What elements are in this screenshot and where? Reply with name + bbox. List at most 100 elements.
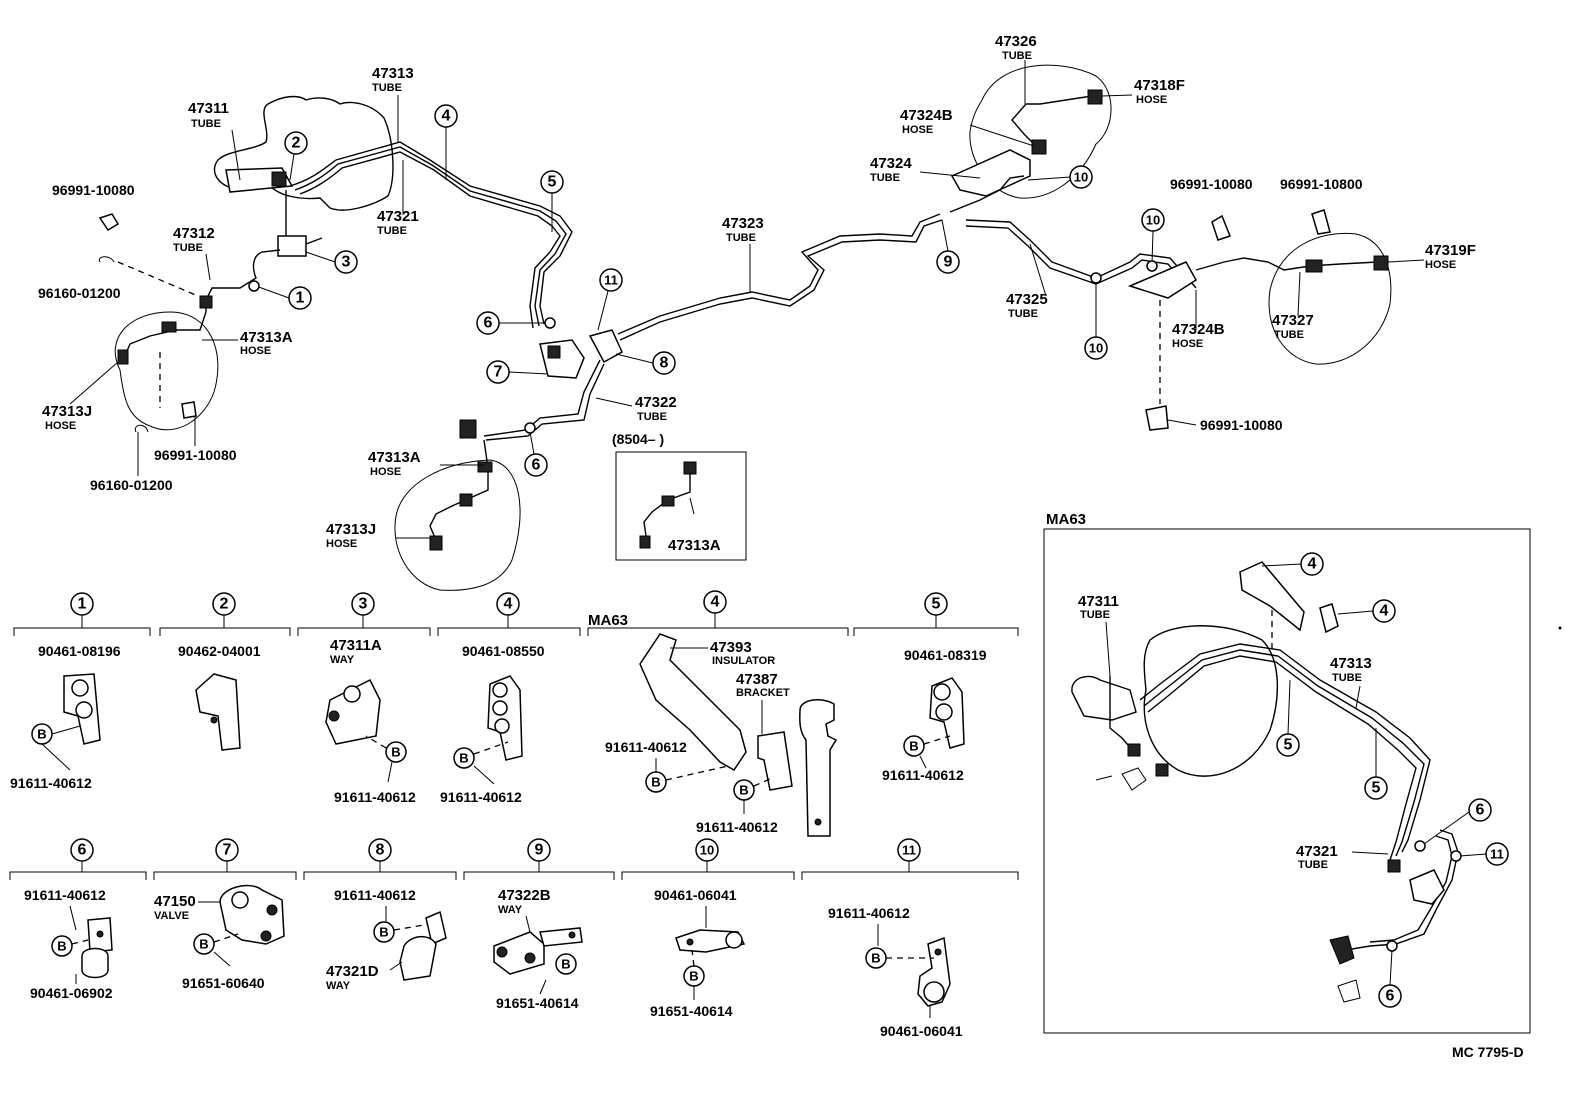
d11-bolt: B <box>865 947 887 969</box>
d4ma-bolt-a: B <box>645 771 667 793</box>
d7-leader-b <box>213 933 239 943</box>
hose-right-fitting-top <box>477 461 493 473</box>
hose-upper-fitting <box>199 295 213 309</box>
d5-leader <box>923 735 951 745</box>
callout-6-main: 6 <box>476 311 556 335</box>
hose-right-fitting-upper <box>459 419 477 439</box>
svg-text:4: 4 <box>1380 603 1389 620</box>
bracket-d8 <box>303 871 457 880</box>
tube-47313-b <box>294 146 567 327</box>
clip-96160-bottom <box>134 424 149 433</box>
d4ma-leader-c <box>665 765 729 781</box>
svg-text:10: 10 <box>1146 213 1160 228</box>
d4-leader-b <box>473 765 495 785</box>
tube-47313 <box>289 141 573 325</box>
d4ma-part-a: 47393 <box>710 639 752 656</box>
clip-96991-rear-a <box>1211 214 1231 241</box>
label-47323-sub: TUBE <box>726 232 756 244</box>
svg-text:1: 1 <box>296 290 305 307</box>
label-47313A-a-sub: HOSE <box>240 345 271 357</box>
ma63-callout-11: 11 <box>1450 842 1509 866</box>
svg-text:4: 4 <box>504 596 513 613</box>
leader <box>205 253 211 281</box>
svg-text:6: 6 <box>484 315 493 332</box>
svg-text:9: 9 <box>944 254 953 271</box>
d10-bolt: B <box>683 965 705 987</box>
callout-5-main: 5 <box>540 170 564 232</box>
label-47322-sub: TUBE <box>637 411 667 423</box>
ma63-mc <box>1071 675 1137 721</box>
inset-fitting-top <box>683 461 697 475</box>
ma63-small-part-a <box>1095 767 1147 791</box>
d4ma-bracket <box>757 731 793 791</box>
svg-text:8: 8 <box>376 842 385 859</box>
d1-leader <box>41 725 81 771</box>
footer-code: MC 7795-D <box>1452 1044 1524 1060</box>
ma63-fitting-c <box>1387 859 1401 873</box>
d7-valve-port-c <box>260 930 272 942</box>
label-96991-10800: 96991-10800 <box>1280 176 1363 192</box>
label-47313-sub: TUBE <box>372 82 402 94</box>
d1-bolt: B <box>31 723 53 745</box>
svg-text:B: B <box>871 951 880 966</box>
ma63-label-47311-sub: TUBE <box>1080 609 1110 621</box>
label-96991-b: 96991-10080 <box>154 447 237 463</box>
leader-lines <box>69 60 1425 539</box>
d9-leader-a <box>525 915 531 933</box>
label-47312-sub: TUBE <box>173 242 203 254</box>
ma63-callout-5a: 5 <box>1276 679 1300 757</box>
label-47313J-a-sub: HOSE <box>45 420 76 432</box>
detail-7-callout: 7 <box>215 838 239 872</box>
ma63-fitting-b <box>1155 763 1169 777</box>
label-47318F: 47318F <box>1134 77 1185 94</box>
d4ma-leader-d <box>753 777 773 787</box>
way-47321D <box>588 329 623 364</box>
svg-text:11: 11 <box>1490 847 1504 862</box>
d6-bolt: B <box>51 935 73 957</box>
d6-hole <box>96 930 104 938</box>
inset-frame <box>615 451 747 561</box>
bracket-d2 <box>159 627 291 636</box>
label-47326-sub: TUBE <box>1002 50 1032 62</box>
main-labels: 47326 TUBE 47318F HOSE 47324B HOSE 47324… <box>38 33 1476 550</box>
d4ma-title: MA63 <box>588 612 628 629</box>
tube-47322-b <box>485 363 605 441</box>
label-47311-sub: TUBE <box>191 118 221 130</box>
label-47313A-a: 47313A <box>240 329 293 346</box>
d3-leader <box>365 735 387 749</box>
label-47313: 47313 <box>372 65 414 82</box>
bracket-d4ma <box>587 627 849 636</box>
d8-part-b-sub: WAY <box>326 980 351 992</box>
callout-6-lower: 6 <box>524 422 548 477</box>
hose-47324B-fitting <box>1031 139 1047 155</box>
label-47327: 47327 <box>1272 312 1314 329</box>
d4ma-part-a-sub: INSULATOR <box>712 655 775 667</box>
detail-8-callout: 8 <box>368 838 392 872</box>
label-96160-a: 96160-01200 <box>38 285 121 301</box>
d4ma-hole <box>814 818 822 826</box>
svg-text:7: 7 <box>494 364 503 381</box>
d4-part-a: 90461-08550 <box>462 643 545 659</box>
tube-47327 <box>1195 257 1379 271</box>
ma63-callout-6b: 6 <box>1378 940 1402 1008</box>
tube-47323 <box>617 213 941 335</box>
d1-part-b: 91611-40612 <box>10 775 92 791</box>
d6-leader-b <box>71 939 89 945</box>
detail-5-callout: 5 <box>924 592 948 628</box>
tube-47322 <box>483 359 601 437</box>
ma63-tube-47321 <box>1345 829 1459 951</box>
ma63-panel: MA63 47311 TUBE 47313 TUBE 47321 TUBE 4 … <box>1043 511 1531 1034</box>
callout-9: 9 <box>936 219 960 274</box>
bracket-d4 <box>437 627 581 636</box>
leader <box>1167 419 1197 426</box>
svg-text:B: B <box>739 783 748 798</box>
clip-96991-bottom <box>181 401 197 419</box>
svg-text:1: 1 <box>78 596 87 613</box>
tube-47313-c <box>299 151 561 329</box>
leader <box>595 397 633 407</box>
svg-text:B: B <box>391 745 400 760</box>
d9-part-a: 47322B <box>498 887 551 904</box>
inset-fitting-mid <box>661 495 675 507</box>
d8-leader-c <box>389 961 403 971</box>
bracket-d3 <box>297 627 431 636</box>
